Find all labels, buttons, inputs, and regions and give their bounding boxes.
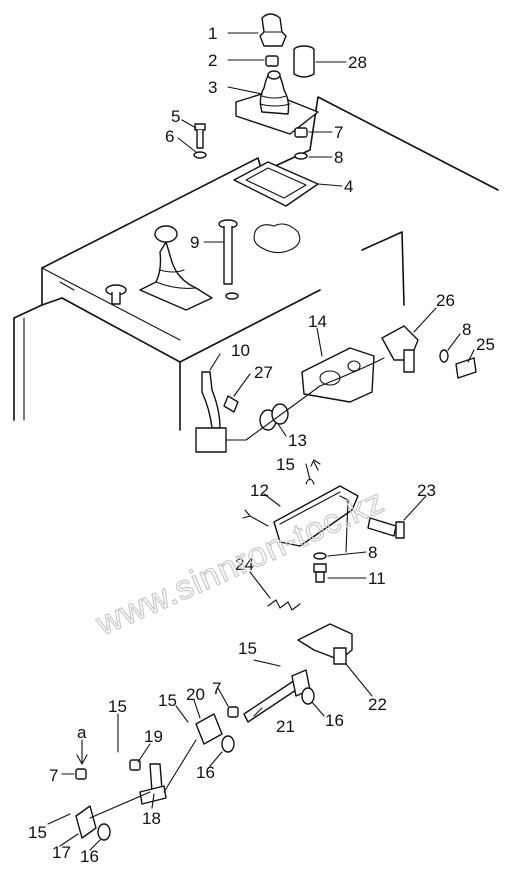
callout-labels: 1 2 3 28 5 6 7 8 4 9 10 27 14 26 8 25 13… bbox=[28, 24, 495, 866]
part-13-bushing bbox=[259, 403, 289, 431]
part-5-bolt bbox=[194, 123, 206, 149]
callout-15-right: 15 bbox=[238, 639, 257, 658]
floor-small-knob bbox=[105, 284, 127, 305]
part-1-knob bbox=[259, 13, 287, 47]
callout-6: 6 bbox=[165, 127, 174, 146]
callout-11: 11 bbox=[368, 569, 386, 588]
part-14-bracket bbox=[301, 347, 375, 403]
part-12-plate bbox=[273, 485, 359, 547]
callout-8-top: 8 bbox=[334, 148, 343, 167]
part-18-arm bbox=[139, 739, 197, 805]
part-19-nut bbox=[129, 759, 141, 771]
callout-16-c: 16 bbox=[80, 847, 99, 866]
callout-14: 14 bbox=[308, 312, 327, 331]
part-2-nut bbox=[265, 55, 279, 67]
callout-24: 24 bbox=[235, 555, 254, 574]
part-25-bolt bbox=[455, 357, 477, 379]
callout-3: 3 bbox=[208, 78, 217, 97]
callout-22: 22 bbox=[368, 695, 387, 714]
part-16-pin-c bbox=[97, 823, 111, 841]
callout-7-lower: 7 bbox=[212, 679, 221, 698]
part-10-lever bbox=[195, 371, 247, 453]
part-4-plate bbox=[233, 161, 319, 207]
connecting-rod-lower bbox=[89, 791, 151, 819]
part-9-bolt bbox=[218, 219, 239, 300]
callout-8-mid: 8 bbox=[368, 543, 377, 562]
part-22-bracket bbox=[297, 623, 353, 665]
callout-17: 17 bbox=[52, 843, 71, 862]
part-23-bolt bbox=[367, 517, 405, 539]
callout-25: 25 bbox=[476, 335, 495, 354]
callout-21: 21 bbox=[276, 717, 295, 736]
part-8-washer-mid bbox=[313, 552, 327, 560]
part-27-pin bbox=[223, 395, 239, 413]
callout-7-top: 7 bbox=[334, 123, 343, 142]
callout-26: 26 bbox=[436, 291, 455, 310]
callout-a: a bbox=[77, 723, 87, 742]
callout-15-center: 15 bbox=[158, 691, 177, 710]
floor-panel bbox=[13, 96, 499, 431]
callout-16-a: 16 bbox=[325, 711, 344, 730]
part-16-pin-a bbox=[301, 687, 315, 705]
floor-lever-boot bbox=[139, 225, 213, 311]
callout-28: 28 bbox=[348, 53, 367, 72]
part-20-clevis bbox=[195, 713, 223, 745]
callout-7-bottom: 7 bbox=[49, 766, 58, 785]
part-16-pin-b bbox=[221, 735, 235, 753]
part-7-nut-top bbox=[294, 127, 308, 138]
part-28-sleeve bbox=[293, 45, 315, 78]
callout-20: 20 bbox=[186, 685, 205, 704]
part-21-rod bbox=[243, 669, 311, 723]
part-8-washer-top bbox=[294, 152, 308, 160]
part-7-nut-lower bbox=[227, 706, 239, 718]
part-7-nut-bottom bbox=[75, 768, 87, 780]
part-26-clamp bbox=[381, 325, 419, 373]
callout-12: 12 bbox=[250, 481, 269, 500]
callout-10: 10 bbox=[231, 341, 250, 360]
gasket bbox=[253, 223, 301, 254]
callout-16-b: 16 bbox=[196, 763, 215, 782]
part-17-clevis bbox=[75, 805, 97, 839]
part-3-boot bbox=[235, 70, 319, 135]
part-8-washer-right bbox=[439, 349, 449, 363]
callout-13: 13 bbox=[288, 431, 307, 450]
callout-2: 2 bbox=[208, 51, 217, 70]
callout-23: 23 bbox=[417, 481, 436, 500]
callout-18: 18 bbox=[142, 809, 161, 828]
callout-19: 19 bbox=[144, 727, 163, 746]
callout-15-mid: 15 bbox=[276, 455, 295, 474]
callout-1: 1 bbox=[208, 24, 217, 43]
watermark-text: www.sinnron-toc.kz bbox=[90, 482, 390, 644]
part-11-bolt bbox=[313, 563, 327, 583]
part-24-spring bbox=[267, 599, 301, 611]
callout-9: 9 bbox=[190, 233, 199, 252]
callout-4: 4 bbox=[344, 177, 353, 196]
callout-15-bottom: 15 bbox=[28, 823, 47, 842]
part-6-washer bbox=[193, 151, 207, 159]
leader-lines bbox=[47, 32, 475, 851]
callout-8-right: 8 bbox=[462, 320, 471, 339]
callout-15-left: 15 bbox=[108, 697, 127, 716]
callout-27: 27 bbox=[254, 363, 273, 382]
callout-5: 5 bbox=[171, 107, 180, 126]
